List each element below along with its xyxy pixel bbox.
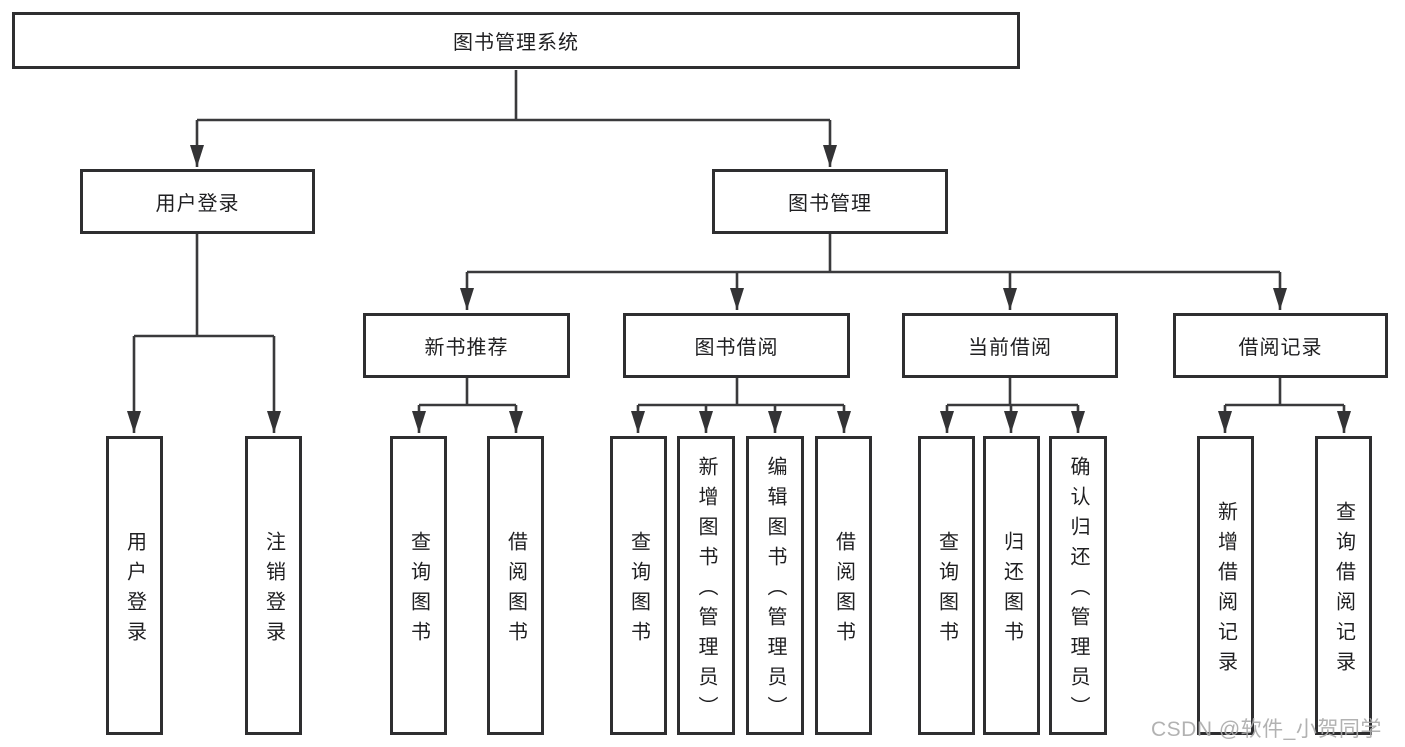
node-borrow-records: 借阅记录	[1173, 313, 1388, 378]
leaf-borrowing-add-books-admin-label: 新增图书（管理员）	[695, 455, 717, 726]
node-user-login: 用户登录	[80, 169, 315, 234]
csdn-watermark: CSDN @软件_小贺同学	[1151, 718, 1382, 741]
node-current-borrowing: 当前借阅	[902, 313, 1118, 378]
leaf-current-confirm-return-admin-label: 确认归还（管理员）	[1067, 455, 1089, 726]
leaf-borrowing-query-books-label: 查询图书	[627, 530, 650, 651]
node-borrow-records-label: 借阅记录	[1238, 337, 1323, 359]
leaf-borrowing-borrow-books: 借阅图书	[815, 436, 872, 735]
leaf-borrowing-edit-books-admin-label: 编辑图书（管理员）	[764, 455, 786, 726]
leaf-current-return-books: 归还图书	[983, 436, 1040, 735]
node-current-borrowing-label: 当前借阅	[968, 337, 1052, 359]
leaf-current-query-books: 查询图书	[918, 436, 975, 735]
leaf-borrowing-borrow-books-label: 借阅图书	[832, 530, 855, 651]
leaf-records-query-record-label: 查询借阅记录	[1332, 500, 1355, 681]
leaf-user-login: 用户登录	[106, 436, 163, 735]
node-new-book-recommend: 新书推荐	[363, 313, 570, 378]
leaf-current-query-books-label: 查询图书	[935, 530, 958, 651]
leaf-logout: 注销登录	[245, 436, 302, 735]
leaf-current-confirm-return-admin: 确认归还（管理员）	[1049, 436, 1107, 735]
leaf-recommend-query-books-label: 查询图书	[407, 530, 430, 651]
leaf-recommend-query-books: 查询图书	[390, 436, 447, 735]
leaf-borrowing-edit-books-admin: 编辑图书（管理员）	[746, 436, 804, 735]
leaf-logout-label: 注销登录	[262, 530, 285, 651]
node-book-borrowing: 图书借阅	[623, 313, 850, 378]
node-new-book-recommend-label: 新书推荐	[424, 337, 509, 359]
leaf-user-login-label: 用户登录	[123, 530, 146, 651]
leaf-recommend-borrow-books: 借阅图书	[487, 436, 544, 735]
node-book-management: 图书管理	[712, 169, 948, 234]
leaf-recommend-borrow-books-label: 借阅图书	[504, 530, 527, 651]
node-book-management-label: 图书管理	[788, 193, 872, 215]
leaf-current-return-books-label: 归还图书	[1000, 530, 1023, 651]
leaf-records-add-record-label: 新增借阅记录	[1214, 500, 1237, 681]
node-user-login-label: 用户登录	[155, 193, 240, 215]
node-root-label: 图书管理系统	[453, 32, 579, 54]
node-root: 图书管理系统	[12, 12, 1020, 69]
leaf-borrowing-add-books-admin: 新增图书（管理员）	[677, 436, 735, 735]
leaf-records-add-record: 新增借阅记录	[1197, 436, 1254, 735]
leaf-borrowing-query-books: 查询图书	[610, 436, 667, 735]
node-book-borrowing-label: 图书借阅	[694, 337, 779, 359]
leaf-records-query-record: 查询借阅记录	[1315, 436, 1372, 735]
